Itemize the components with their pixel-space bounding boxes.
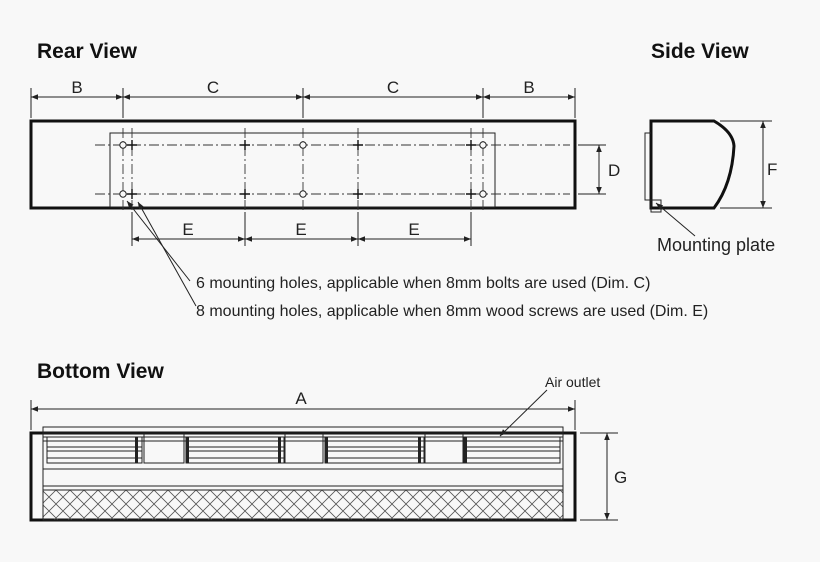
dim-b-right: B (523, 78, 534, 97)
dim-c-left: C (207, 78, 219, 97)
side-view: F Mounting plate (644, 119, 777, 255)
dim-e-lines (131, 212, 472, 246)
bottom-view-title: Bottom View (37, 360, 164, 383)
air-outlet-louvres (46, 432, 561, 464)
dim-g-lines (580, 432, 618, 521)
dim-a: A (295, 389, 307, 408)
hole-leader-lines (126, 200, 197, 307)
air-outlet-leader (499, 389, 548, 437)
dim-e-1: E (182, 220, 193, 239)
note-6-holes: 6 mounting holes, applicable when 8mm bo… (196, 275, 650, 292)
dim-e-3: E (408, 220, 419, 239)
dim-d: D (608, 161, 620, 180)
side-unit-profile (649, 119, 736, 210)
note-8-holes: 8 mounting holes, applicable when 8mm wo… (196, 303, 708, 320)
side-view-title: Side View (651, 40, 749, 63)
mounting-plate-leader (655, 202, 696, 237)
dim-d-lines (578, 144, 606, 195)
dim-c-right: C (387, 78, 399, 97)
dim-e-2: E (295, 220, 306, 239)
rear-view-title: Rear View (37, 40, 138, 63)
bolt-holes (119, 141, 487, 198)
rear-extension-lines (30, 88, 576, 118)
bottom-view: A (29, 374, 627, 522)
dim-f-lines (720, 120, 772, 209)
screw-holes (127, 140, 476, 199)
rear-center-lines (95, 128, 570, 212)
dim-g: G (614, 468, 627, 487)
side-plate-edge (644, 132, 651, 201)
rear-view: B C C B (29, 78, 708, 320)
rear-mounting-plate (109, 132, 496, 208)
air-outlet-label: Air outlet (545, 374, 600, 390)
dim-a-lines (30, 400, 576, 430)
dim-f: F (767, 160, 777, 179)
mounting-plate-label: Mounting plate (657, 235, 775, 255)
intake-mesh-grille (42, 489, 564, 521)
dim-b-left: B (71, 78, 82, 97)
